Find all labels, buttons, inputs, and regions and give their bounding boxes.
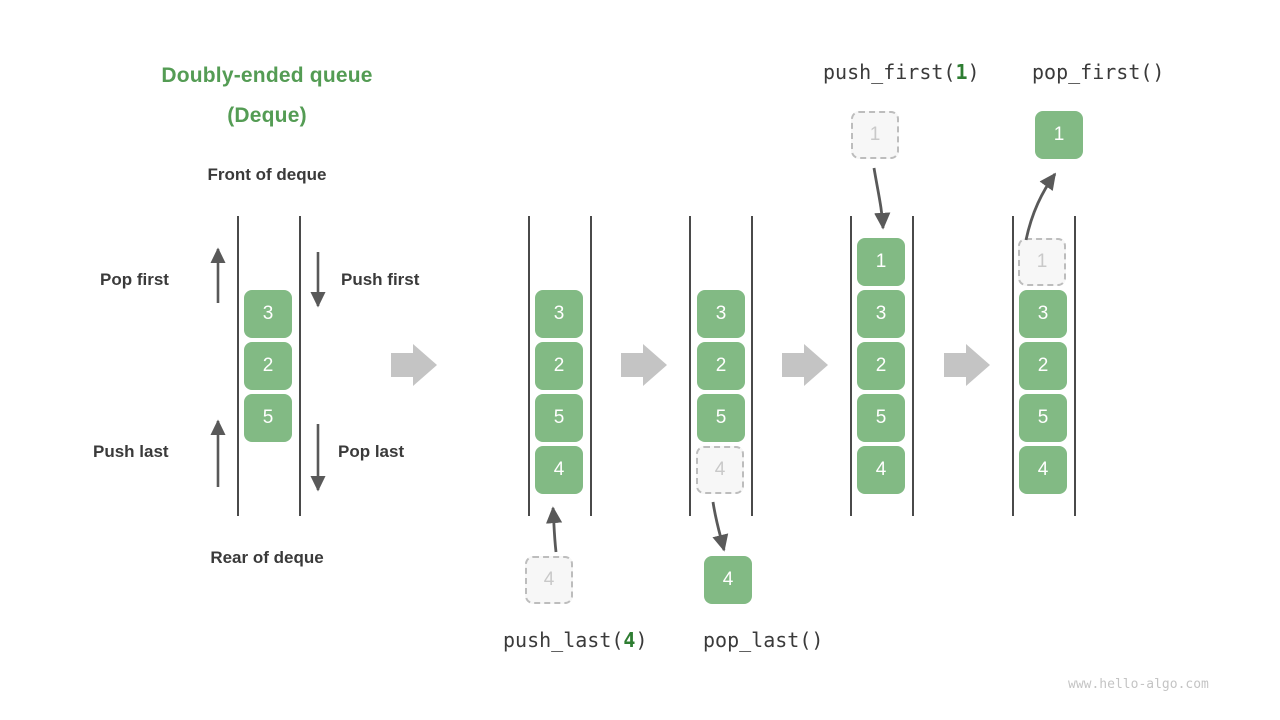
popped-cell: 1 bbox=[1035, 111, 1083, 159]
deque-cell: 3 bbox=[1019, 290, 1067, 338]
page-title-line1: Doubly-ended queue bbox=[161, 64, 373, 87]
push-last-code-label: push_last(4) bbox=[503, 628, 648, 652]
pop-first-motion-arrow bbox=[1024, 172, 1057, 241]
push-last-code-close: ) bbox=[635, 628, 648, 652]
deque-cell: 3 bbox=[535, 290, 583, 338]
rail-right-panel-4 bbox=[912, 216, 914, 516]
rear-of-deque-label: Rear of deque bbox=[210, 548, 324, 567]
pop-last-label: Pop last bbox=[338, 442, 405, 461]
pop-last-code-label: pop_last() bbox=[703, 628, 823, 652]
deque-cell: 2 bbox=[244, 342, 292, 390]
rail-right-panel-3 bbox=[751, 216, 753, 516]
rail-left-panel-2 bbox=[528, 216, 530, 516]
removed-ghost-cell: 1 bbox=[1018, 238, 1066, 286]
push-first-label: Push first bbox=[341, 270, 420, 289]
push-last-code-name: push_last( bbox=[503, 628, 624, 652]
push-last-code-arg: 4 bbox=[623, 628, 636, 652]
deque-cell: 5 bbox=[1019, 394, 1067, 442]
pop-first-code-name: pop_first( bbox=[1032, 60, 1153, 84]
deque-cell: 2 bbox=[857, 342, 905, 390]
transition-arrow-icon bbox=[944, 344, 990, 386]
front-of-deque-label: Front of deque bbox=[207, 165, 327, 184]
deque-cell: 2 bbox=[535, 342, 583, 390]
pop-last-motion-arrow bbox=[711, 501, 729, 552]
pop-first-label: Pop first bbox=[100, 270, 169, 289]
deque-cell: 4 bbox=[1019, 446, 1067, 494]
rail-left-panel-5 bbox=[1012, 216, 1014, 516]
rail-left-panel-1 bbox=[237, 216, 239, 516]
rail-left-panel-4 bbox=[850, 216, 852, 516]
deque-cell: 4 bbox=[535, 446, 583, 494]
pop-first-code-close: ) bbox=[1152, 60, 1165, 84]
deque-cell: 3 bbox=[244, 290, 292, 338]
pop-last-code-close: ) bbox=[811, 628, 824, 652]
deque-cell: 4 bbox=[857, 446, 905, 494]
rail-right-panel-2 bbox=[590, 216, 592, 516]
deque-cell: 5 bbox=[857, 394, 905, 442]
deque-cell: 2 bbox=[697, 342, 745, 390]
deque-cell: 5 bbox=[244, 394, 292, 442]
pop-last-code-name: pop_last( bbox=[703, 628, 812, 652]
rail-right-panel-5 bbox=[1074, 216, 1076, 516]
removed-ghost-cell: 4 bbox=[696, 446, 744, 494]
rail-right-panel-1 bbox=[299, 216, 301, 516]
push-first-motion-arrow bbox=[872, 167, 891, 230]
transition-arrow-icon bbox=[782, 344, 828, 386]
deque-cell: 1 bbox=[857, 238, 905, 286]
push-first-code-arg: 1 bbox=[955, 60, 968, 84]
push-first-code-label: push_first(1) bbox=[823, 60, 980, 84]
deque-cell: 5 bbox=[535, 394, 583, 442]
pop-first-code-label: pop_first() bbox=[1032, 60, 1164, 84]
transition-arrow-icon bbox=[621, 344, 667, 386]
push-last-motion-arrow bbox=[545, 506, 563, 553]
push-first-code-name: push_first( bbox=[823, 60, 956, 84]
deque-cell: 3 bbox=[857, 290, 905, 338]
incoming-ghost-cell: 4 bbox=[525, 556, 573, 604]
incoming-ghost-cell: 1 bbox=[851, 111, 899, 159]
page-title-line2: (Deque) bbox=[227, 104, 307, 127]
deque-cell: 2 bbox=[1019, 342, 1067, 390]
deque-cell: 5 bbox=[697, 394, 745, 442]
push-first-code-close: ) bbox=[967, 60, 980, 84]
transition-arrow-icon bbox=[391, 344, 437, 386]
rail-left-panel-3 bbox=[689, 216, 691, 516]
watermark: www.hello-algo.com bbox=[1068, 677, 1209, 692]
popped-cell: 4 bbox=[704, 556, 752, 604]
deque-cell: 3 bbox=[697, 290, 745, 338]
push-last-label: Push last bbox=[93, 442, 169, 461]
